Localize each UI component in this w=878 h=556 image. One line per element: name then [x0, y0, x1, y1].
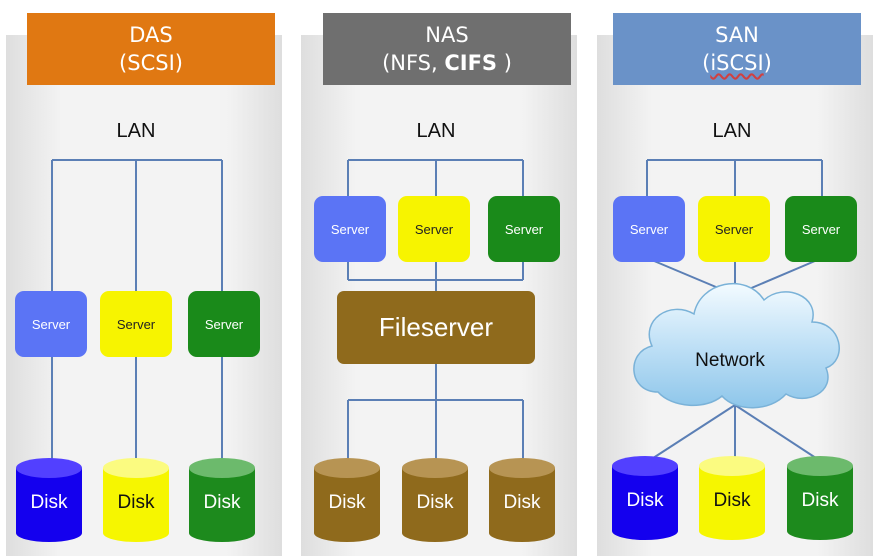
disk-body	[16, 468, 82, 542]
disk-cap	[787, 456, 853, 476]
disk-cap	[103, 458, 169, 478]
disk-body	[612, 466, 678, 540]
fileserver-box: Fileserver	[337, 291, 535, 364]
disk-cap	[612, 456, 678, 476]
nas-protocol: (NFS, CIFS )	[382, 49, 512, 77]
disk-cap	[402, 458, 468, 478]
nas-title: NAS	[425, 23, 469, 47]
san-lan-label: LAN	[712, 120, 752, 142]
disk-body	[699, 466, 765, 540]
disk-label: Disk	[801, 490, 839, 511]
nas-server-blue: Server	[314, 196, 386, 262]
das-server-yellow: Server	[100, 291, 172, 357]
nas-header: NAS (NFS, CIFS )	[323, 13, 571, 85]
network-label: Network	[695, 350, 765, 371]
das-disk-yellow: Disk	[103, 458, 169, 550]
disk-label: Disk	[503, 492, 541, 513]
disk-body	[489, 468, 555, 542]
das-protocol: (SCSI)	[119, 51, 183, 75]
san-protocol-c: )	[763, 51, 772, 75]
disk-cap	[489, 458, 555, 478]
san-protocol: (iSCSI)	[702, 49, 772, 77]
nas-protocol-c: )	[497, 51, 512, 75]
san-disk-green: Disk	[787, 456, 853, 548]
san-header: SAN (iSCSI)	[613, 13, 861, 85]
nas-protocol-cifs: CIFS	[444, 51, 498, 75]
nas-server-yellow: Server	[398, 196, 470, 262]
nas-server-green: Server	[488, 196, 560, 262]
das-header: DAS (SCSI)	[27, 13, 275, 85]
network-cloud-icon	[633, 283, 840, 409]
das-server-blue: Server	[15, 291, 87, 357]
san-server-green: Server	[785, 196, 857, 262]
disk-label: Disk	[203, 492, 241, 513]
san-disk-yellow: Disk	[699, 456, 765, 548]
nas-disk-3: Disk	[489, 458, 555, 550]
disk-label: Disk	[30, 492, 68, 513]
san-server-yellow: Server	[698, 196, 770, 262]
disk-label: Disk	[416, 492, 454, 513]
san-protocol-iscsi: iSCSI	[710, 51, 764, 75]
disk-body	[103, 468, 169, 542]
disk-cap	[16, 458, 82, 478]
san-disk-blue: Disk	[612, 456, 678, 548]
disk-label: Disk	[328, 492, 366, 513]
san-server-blue: Server	[613, 196, 685, 262]
nas-disk-1: Disk	[314, 458, 380, 550]
disk-body	[189, 468, 255, 542]
das-server-green: Server	[188, 291, 260, 357]
das-title: DAS	[129, 23, 173, 47]
disk-cap	[189, 458, 255, 478]
nas-disk-2: Disk	[402, 458, 468, 550]
das-disk-blue: Disk	[16, 458, 82, 550]
disk-label: Disk	[713, 490, 751, 511]
disk-cap	[699, 456, 765, 476]
disk-label: Disk	[626, 490, 664, 511]
san-title: SAN	[715, 23, 759, 47]
disk-body	[402, 468, 468, 542]
san-protocol-a: (	[702, 51, 711, 75]
das-lan-label: LAN	[116, 120, 156, 142]
disk-cap	[314, 458, 380, 478]
nas-protocol-a: (NFS,	[382, 51, 445, 75]
disk-body	[314, 468, 380, 542]
nas-lan-label: LAN	[416, 120, 456, 142]
disk-label: Disk	[117, 492, 155, 513]
disk-body	[787, 466, 853, 540]
das-disk-green: Disk	[189, 458, 255, 550]
